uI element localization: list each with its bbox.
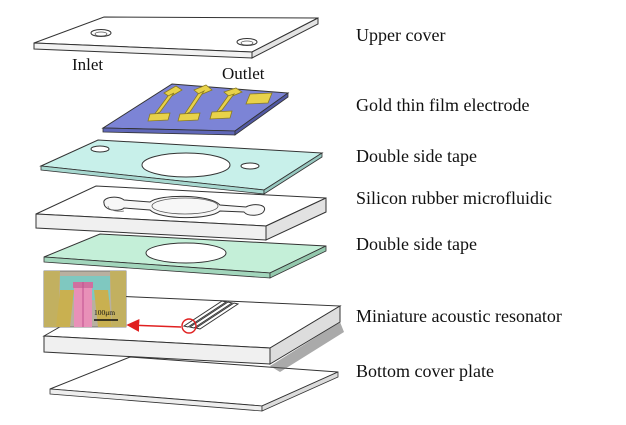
inlet-hole: [90, 29, 112, 37]
gold-electrode-pattern: [147, 84, 273, 122]
layer-label-silicon-rubber: Silicon rubber microfluidic: [356, 188, 552, 208]
silicon-rubber-layer: [35, 185, 327, 241]
callout-circle: [181, 318, 197, 334]
idt-electrode-fingers: [182, 300, 240, 330]
outlet-hole: [236, 38, 258, 46]
callout-arrow: [126, 319, 182, 332]
gold-electrode-layer: [101, 83, 290, 136]
tape-bottom-layer: [43, 233, 327, 279]
outlet-label: Outlet: [222, 64, 265, 83]
tape-top-layer: [39, 139, 324, 195]
layer-label-gold-electrode: Gold thin film electrode: [356, 95, 530, 115]
bottom-plate-layer: [49, 322, 344, 412]
layer-label-upper-cover: Upper cover: [356, 25, 446, 45]
scale-label: 100μm: [94, 308, 116, 317]
layer-label-tape-bottom: Double side tape: [356, 234, 477, 254]
layer-label-tape-top: Double side tape: [356, 146, 477, 166]
upper-cover-layer: [33, 16, 319, 59]
layer-label-resonator: Miniature acoustic resonator: [356, 306, 562, 326]
layer-label-bottom-plate: Bottom cover plate: [356, 361, 494, 381]
inlet-label: Inlet: [72, 55, 104, 74]
resonator-micrograph-inset: [43, 270, 127, 328]
